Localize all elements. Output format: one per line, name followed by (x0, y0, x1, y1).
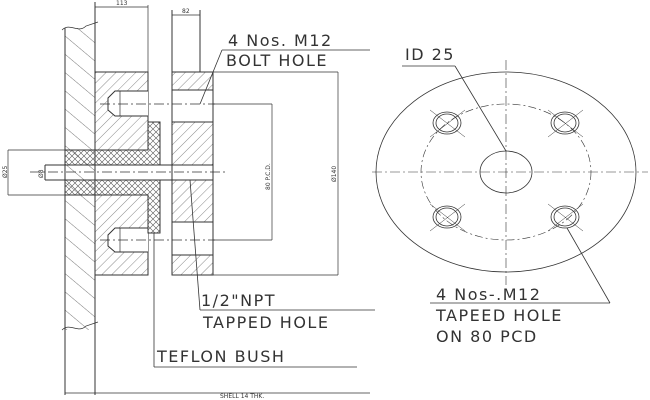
bolt-hole-br (547, 203, 584, 232)
section-dimension-texts: 113 82 Ø25 Ø8 80 P.C.D. Ø140 SHELL 14 TH… (2, 0, 338, 400)
callout-holes-qty: 4 Nos-.M12 (436, 285, 541, 304)
dim-outer-dia: Ø140 (331, 166, 338, 182)
dimension-lines (7, 5, 370, 394)
shell-wall (61, 2, 99, 395)
dim-shell-thk: SHELL 14 THK. (220, 393, 264, 400)
leader-lines (153, 49, 375, 368)
section-view (7, 2, 375, 395)
dim-113: 113 (116, 0, 128, 7)
plan-view (372, 60, 648, 304)
callout-teflon-bush: TEFLON BUSH (156, 347, 285, 366)
plan-leaders (402, 65, 611, 304)
bolt-hole-tl (429, 109, 466, 138)
dim-82: 82 (182, 8, 190, 15)
plan-center-lines (372, 60, 648, 285)
callout-bolt-desc: BOLT HOLE (226, 51, 328, 70)
dim-pcd: 80 P.C.D. (265, 163, 272, 190)
dim-rod-dia: Ø8 (38, 169, 45, 178)
callout-holes-desc-2: ON 80 PCD (436, 327, 538, 346)
bolt-hole-tr (547, 109, 584, 138)
callout-id25: ID 25 (405, 45, 455, 64)
callout-bolt-qty: 4 Nos. M12 (228, 31, 333, 50)
right-flange (171, 10, 214, 276)
center-lines (30, 103, 225, 241)
plan-callouts: ID 25 4 Nos-.M12 TAPEED HOLE ON 80 PCD (405, 45, 563, 346)
bolt-hole-bl (429, 203, 466, 232)
callout-npt-size: 1/2"NPT (201, 291, 276, 310)
callout-holes-desc-1: TAPEED HOLE (435, 306, 563, 325)
callout-npt-desc: TAPPED HOLE (202, 313, 329, 332)
left-flange (94, 71, 149, 276)
dim-bush-od: Ø25 (2, 165, 9, 178)
section-callouts: 4 Nos. M12 BOLT HOLE 1/2"NPT TAPPED HOLE… (156, 31, 333, 366)
